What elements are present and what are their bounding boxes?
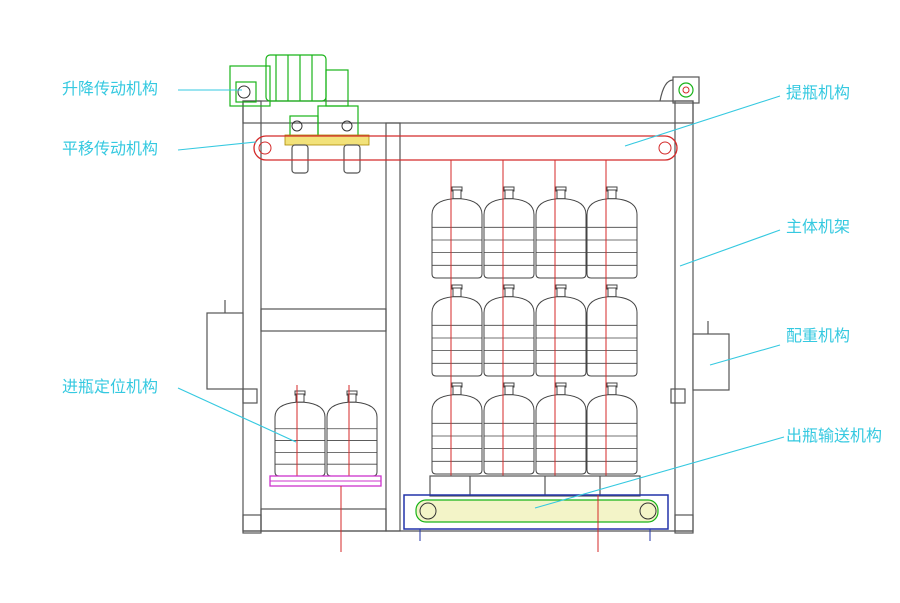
bottle-stack <box>431 160 638 476</box>
infeed-bottle <box>326 390 378 477</box>
stack-bottle <box>535 382 587 475</box>
outfeed-conveyor <box>403 494 669 552</box>
label-main-frame: 主体机架 <box>786 217 850 236</box>
stack-bottle <box>586 284 638 377</box>
infeed-bottles <box>274 385 378 477</box>
stack-bottle <box>535 284 587 377</box>
stack-bottle <box>586 186 638 279</box>
stack-bottle <box>431 284 483 377</box>
traverse-trolley <box>291 144 361 174</box>
leader-lines <box>177 89 785 509</box>
label-outfeed-conveyor: 出瓶输送机构 <box>786 426 882 445</box>
main-frame-structure <box>206 100 730 534</box>
diagram-labels: 升降传动机构 平移传动机构 进瓶定位机构 提瓶机构 主体机架 配重机构 出瓶输送… <box>62 79 882 445</box>
stack-bottle <box>535 186 587 279</box>
label-bottle-lift: 提瓶机构 <box>786 83 850 102</box>
traverse-chain <box>253 135 678 161</box>
counterweight-right <box>692 333 730 391</box>
label-counterweight: 配重机构 <box>786 326 850 345</box>
counterweight-left <box>206 312 244 390</box>
label-traverse-drive: 平移传动机构 <box>62 139 158 158</box>
stack-bottle <box>431 382 483 475</box>
label-infeed-positioning: 进瓶定位机构 <box>62 377 158 396</box>
stack-base <box>429 475 641 497</box>
infeed-bottle <box>274 390 326 477</box>
lift-sprocket-right <box>659 76 700 104</box>
stack-bottle <box>483 382 535 475</box>
label-lift-drive: 升降传动机构 <box>62 79 158 98</box>
lift-drive-motor <box>229 54 370 146</box>
stack-bottle <box>586 382 638 475</box>
stack-bottle <box>431 186 483 279</box>
infeed-positioning-tray <box>269 475 382 552</box>
stack-bottle <box>483 284 535 377</box>
stack-bottle <box>483 186 535 279</box>
